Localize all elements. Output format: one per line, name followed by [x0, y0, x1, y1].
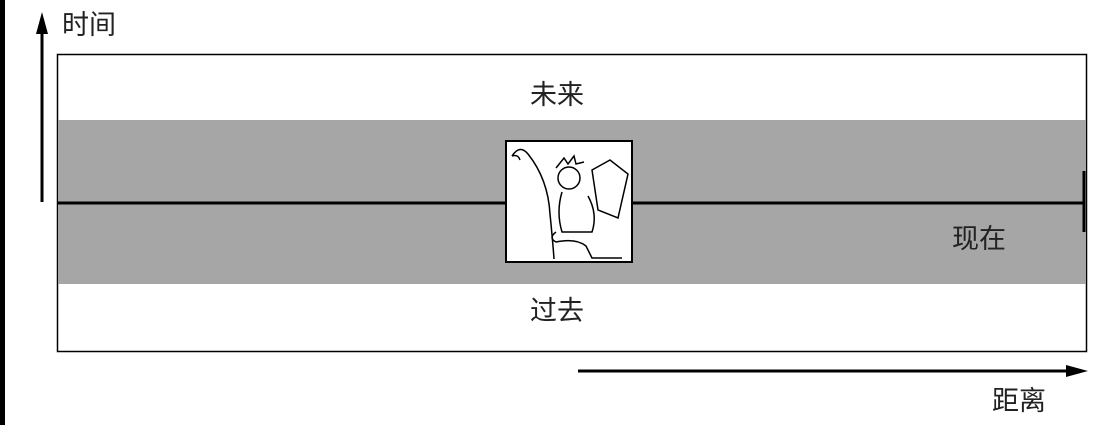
time-axis-label: 时间 [62, 10, 116, 41]
left-edge-bar [0, 0, 5, 425]
past-label: 过去 [530, 296, 584, 327]
distance-axis-label: 距离 [992, 386, 1046, 417]
person-reading-newspaper-icon [505, 140, 633, 263]
present-label: 现在 [952, 224, 1006, 255]
time-arrowhead-icon [36, 12, 48, 34]
distance-arrowhead-icon [1066, 365, 1088, 377]
future-label: 未来 [530, 80, 584, 111]
